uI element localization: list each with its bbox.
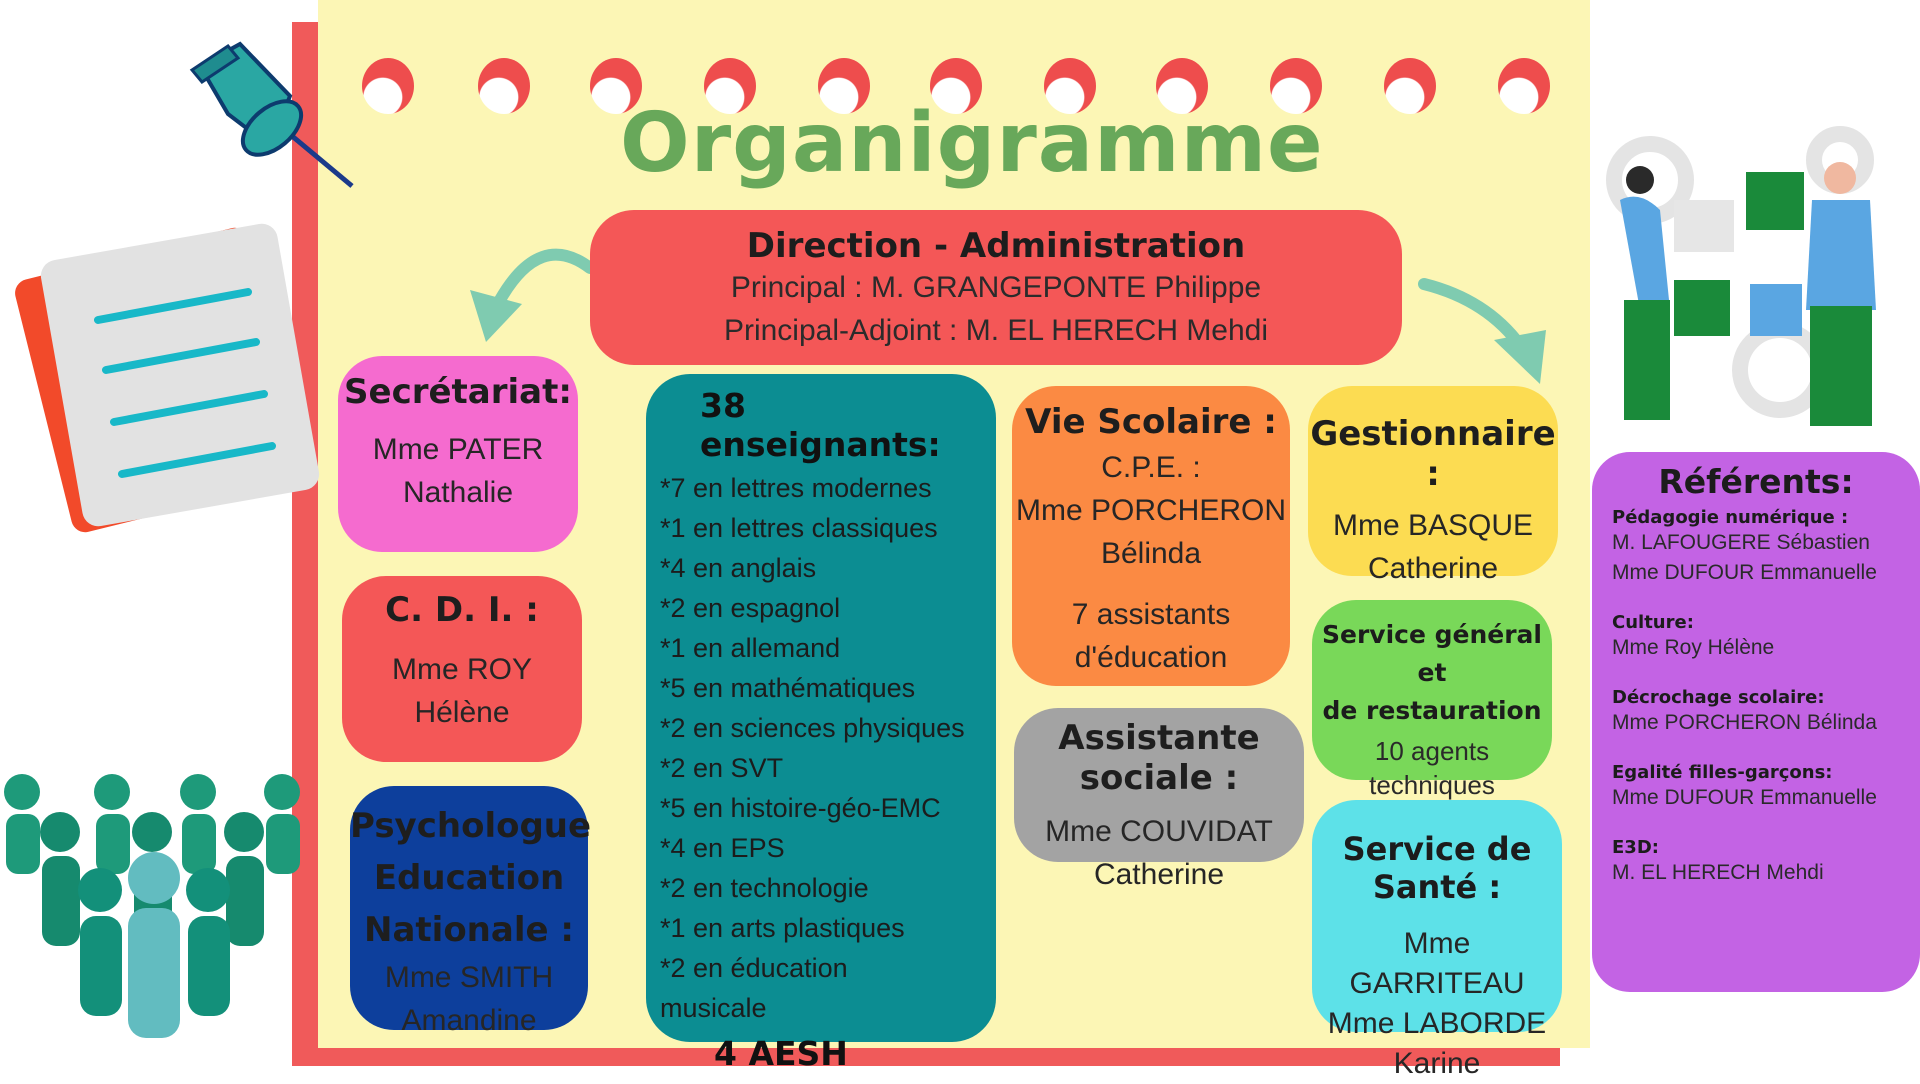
referents-heading: Référents: bbox=[1658, 462, 1854, 501]
enseignants-row: *7 en lettres modernes bbox=[660, 473, 932, 503]
enseignants-heading: 38 enseignants: bbox=[700, 386, 941, 464]
gestionnaire-name: Catherine bbox=[1367, 552, 1499, 585]
gestionnaire-box: Gestionnaire : Mme BASQUE Catherine bbox=[1308, 386, 1558, 585]
pushpin-icon bbox=[189, 41, 354, 188]
direction-principal-adjoint: Principal-Adjoint : M. EL HERECH Mehdi bbox=[723, 314, 1269, 347]
enseignants-row: *5 en mathématiques bbox=[660, 673, 916, 703]
assistante-sociale-name: Catherine bbox=[1093, 858, 1225, 891]
enseignants-row: *2 en éducation bbox=[660, 953, 848, 983]
vie-scolaire-box: Vie Scolaire : C.P.E. : Mme PORCHERON Bé… bbox=[1012, 386, 1290, 686]
cdi-name: Mme ROY bbox=[391, 653, 532, 686]
enseignants-row: *5 en histoire-géo-EMC bbox=[660, 793, 941, 823]
referent-category: Culture: bbox=[1612, 612, 1694, 633]
direction-box: Direction - Administration Principal : M… bbox=[590, 210, 1402, 365]
referent-category: Pédagogie numérique : bbox=[1612, 507, 1849, 528]
referent-category: Egalité filles-garçons: bbox=[1612, 762, 1833, 783]
decor-dot bbox=[1498, 58, 1550, 114]
aesh-count: 4 AESH bbox=[714, 1034, 848, 1073]
direction-principal: Principal : M. GRANGEPONTE Philippe bbox=[730, 271, 1262, 304]
assistante-sociale-name: Mme COUVIDAT bbox=[1045, 815, 1273, 848]
puzzle-team-icon bbox=[1606, 126, 1876, 426]
vie-scolaire-line: C.P.E. : bbox=[1101, 451, 1201, 484]
referent-name: Mme Roy Hélène bbox=[1612, 636, 1775, 659]
secretariat-heading: Secrétariat: bbox=[344, 372, 572, 412]
decor-dot bbox=[1044, 58, 1096, 114]
secretariat-name: Mme PATER bbox=[372, 433, 544, 466]
referent-name: Mme DUFOUR Emmanuelle bbox=[1612, 786, 1877, 809]
enseignants-row: *2 en technologie bbox=[660, 873, 869, 903]
sante-box: Service de Santé : Mme GARRITEAU Mme LAB… bbox=[1312, 800, 1562, 1080]
direction-heading: Direction - Administration bbox=[746, 226, 1246, 266]
enseignants-row: *1 en arts plastiques bbox=[660, 913, 905, 943]
sante-name: Mme LABORDE bbox=[1327, 1007, 1547, 1040]
decor-dot bbox=[930, 58, 982, 114]
referent-category: Décrochage scolaire: bbox=[1612, 687, 1825, 708]
enseignants-list: *7 en lettres modernes *1 en lettres clas… bbox=[646, 468, 996, 1028]
decor-dot bbox=[478, 58, 530, 114]
enseignants-row: *1 en lettres classiques bbox=[660, 513, 938, 543]
enseignants-row: *4 en EPS bbox=[660, 833, 785, 863]
enseignants-row: musicale bbox=[660, 993, 767, 1023]
secretariat-name: Nathalie bbox=[402, 476, 514, 509]
psychologue-heading: Psychologue bbox=[350, 806, 592, 846]
decor-dot bbox=[590, 58, 642, 114]
enseignants-row: *4 en anglais bbox=[660, 553, 817, 583]
psychologue-name: Amandine bbox=[401, 1004, 537, 1037]
gestionnaire-heading: Gestionnaire : bbox=[1310, 414, 1556, 494]
sante-name: Karine bbox=[1393, 1047, 1481, 1080]
service-general-agents: 10 agents bbox=[1374, 736, 1490, 766]
decor-dot bbox=[818, 58, 870, 114]
vie-scolaire-assistants: 7 assistants bbox=[1071, 598, 1231, 631]
referent-category: E3D: bbox=[1612, 837, 1659, 858]
referents-box: Référents: Pédagogie numérique : M. LAFOU… bbox=[1592, 452, 1920, 992]
service-general-box: Service général et de restauration 10 ag… bbox=[1312, 600, 1552, 800]
vie-scolaire-line: Bélinda bbox=[1100, 537, 1202, 570]
arrow-right-icon bbox=[1418, 278, 1546, 384]
page-title: Organigramme bbox=[620, 96, 1324, 191]
secretariat-box: Secrétariat: Mme PATER Nathalie bbox=[338, 356, 578, 552]
sante-heading: Service de Santé : bbox=[1342, 830, 1532, 906]
cdi-name: Hélène bbox=[414, 696, 510, 729]
enseignants-row: *2 en espagnol bbox=[660, 593, 841, 623]
decor-dot bbox=[1384, 58, 1436, 114]
decor-dot bbox=[1156, 58, 1208, 114]
enseignants-row: *2 en sciences physiques bbox=[660, 713, 965, 743]
assistante-sociale-heading: Assistante sociale : bbox=[1058, 718, 1260, 798]
assistante-sociale-box: Assistante sociale : Mme COUVIDAT Cather… bbox=[1014, 708, 1304, 891]
enseignants-box: 38 enseignants: *7 en lettres modernes *1… bbox=[646, 374, 996, 1073]
arrow-left-icon bbox=[470, 248, 596, 342]
service-general-heading: de restauration bbox=[1322, 696, 1542, 725]
referent-name: M. LAFOUGERE Sébastien bbox=[1612, 531, 1870, 554]
psychologue-box: Psychologue Education Nationale : Mme SM… bbox=[350, 786, 592, 1037]
enseignants-row: *2 en SVT bbox=[660, 753, 784, 783]
gestionnaire-name: Mme BASQUE bbox=[1332, 509, 1534, 542]
vie-scolaire-heading: Vie Scolaire : bbox=[1025, 402, 1277, 442]
decor-dot bbox=[704, 58, 756, 114]
psychologue-heading: Nationale : bbox=[364, 910, 574, 950]
people-group-icon bbox=[4, 774, 300, 1038]
decor-dot bbox=[1270, 58, 1322, 114]
vie-scolaire-line: Mme PORCHERON bbox=[1015, 494, 1286, 527]
enseignants-row: *1 en allemand bbox=[660, 633, 841, 663]
cdi-box: C. D. I. : Mme ROY Hélène bbox=[342, 576, 582, 762]
service-general-agents: techniques bbox=[1369, 770, 1495, 800]
service-general-heading: Service général et bbox=[1321, 620, 1542, 687]
sante-name: Mme GARRITEAU bbox=[1349, 927, 1525, 1000]
psychologue-heading: Education bbox=[373, 858, 565, 898]
decor-dot bbox=[362, 58, 414, 114]
referent-name: Mme PORCHERON Bélinda bbox=[1612, 711, 1877, 734]
psychologue-name: Mme SMITH bbox=[384, 961, 554, 994]
referent-name: Mme DUFOUR Emmanuelle bbox=[1612, 561, 1877, 584]
referent-name: M. EL HERECH Mehdi bbox=[1612, 861, 1824, 884]
cdi-heading: C. D. I. : bbox=[385, 590, 539, 630]
notepad-icon bbox=[15, 223, 320, 533]
vie-scolaire-assistants: d'éducation bbox=[1074, 641, 1228, 674]
referents-list: Pédagogie numérique : M. LAFOUGERE Sébast… bbox=[1592, 507, 1920, 888]
